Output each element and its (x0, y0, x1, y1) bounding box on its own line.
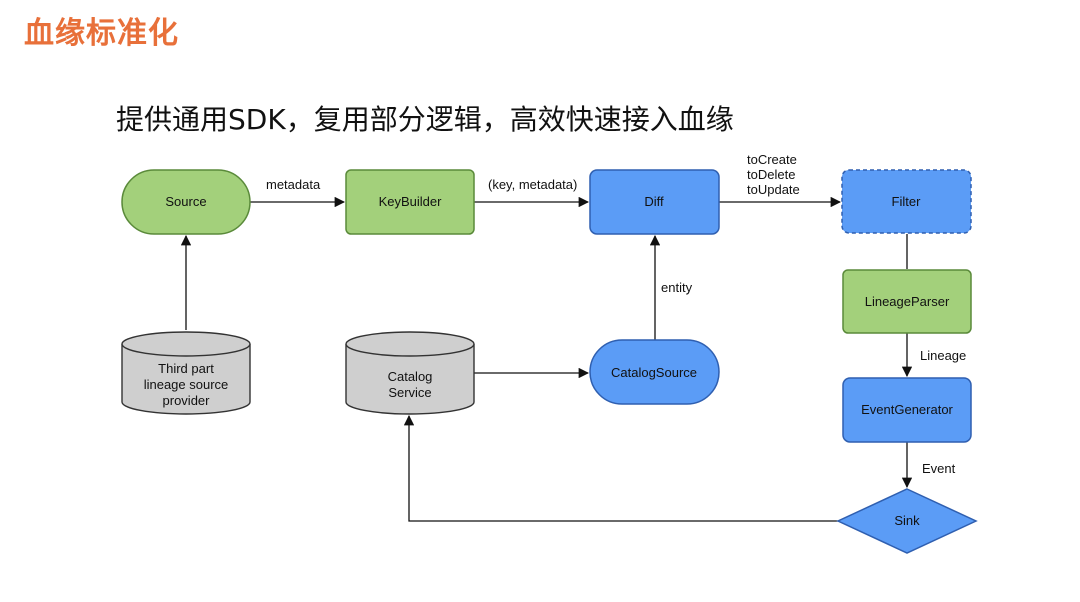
node-lineage-parser-label: LineageParser (865, 294, 950, 309)
edge-label-entity: entity (661, 280, 693, 295)
node-source: Source (121, 169, 251, 235)
node-diff-label: Diff (644, 194, 664, 209)
node-sink: Sink (836, 488, 978, 554)
node-catalog-service-line-2: Service (388, 385, 431, 400)
node-event-generator: EventGenerator (842, 377, 972, 443)
edge-label-todelete: toDelete (747, 167, 795, 182)
node-third-party-line-2: lineage source (144, 377, 229, 392)
edge-label-key-metadata: (key, metadata) (488, 177, 577, 192)
node-keybuilder-label: KeyBuilder (379, 194, 443, 209)
node-catalog-source: CatalogSource (589, 339, 720, 405)
page-subtitle: 提供通用SDK，复用部分逻辑，高效快速接入血缘 (116, 103, 734, 136)
edge-label-tocreate: toCreate (747, 152, 797, 167)
edge-label-lineage: Lineage (920, 348, 966, 363)
node-sink-label: Sink (894, 513, 920, 528)
node-filter-label: Filter (892, 194, 922, 209)
node-diff: Diff (589, 169, 720, 235)
node-filter: Filter (841, 169, 972, 234)
node-catalog-service: Catalog Service (345, 331, 475, 415)
node-keybuilder: KeyBuilder (345, 169, 475, 235)
edge-label-event: Event (922, 461, 956, 476)
edge-label-metadata: metadata (266, 177, 321, 192)
node-third-party-provider: Third part lineage source provider (121, 331, 251, 415)
node-lineage-parser: LineageParser (842, 269, 972, 334)
node-source-label: Source (165, 194, 206, 209)
node-third-party-line-3: provider (163, 393, 211, 408)
node-catalog-source-label: CatalogSource (611, 365, 697, 380)
edge-sink-catalogservice (403, 414, 840, 522)
node-catalog-service-line-1: Catalog (388, 369, 433, 384)
edge-label-toupdate: toUpdate (747, 182, 800, 197)
node-event-generator-label: EventGenerator (861, 402, 953, 417)
node-third-party-line-1: Third part (158, 361, 214, 376)
page-title: 血缘标准化 (24, 16, 179, 51)
